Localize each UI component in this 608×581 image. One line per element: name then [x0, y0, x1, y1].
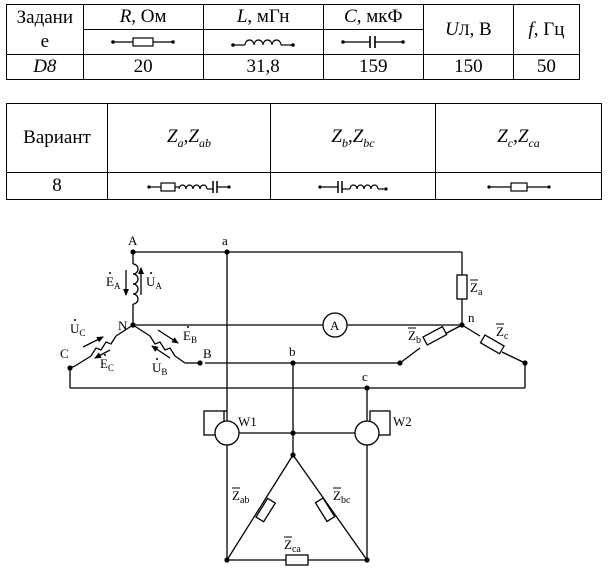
- zb-letter: Z: [331, 125, 342, 147]
- phase-b-element-cell: [270, 172, 436, 200]
- node-n-label: n: [468, 310, 475, 325]
- cell-c: 159: [322, 54, 424, 80]
- capacitor-inductor-icon: [318, 181, 388, 193]
- resistor-small-icon: [486, 182, 551, 192]
- emf-b-label: EB: [183, 328, 197, 345]
- header-l-unit: , мГн: [247, 6, 290, 27]
- header-r-var: R: [119, 6, 132, 27]
- resistor-symbol-icon: [111, 37, 175, 47]
- zc-index: c: [507, 135, 514, 150]
- zca-index: ca: [528, 135, 540, 150]
- zbc-label: Zbc: [333, 488, 351, 506]
- header-f-unit: , Гц: [533, 18, 565, 40]
- header-u-unit: , В: [469, 18, 492, 40]
- cell-r: 20: [82, 54, 204, 80]
- header-task-line2: е: [40, 30, 50, 52]
- header-c-var: C: [344, 6, 357, 27]
- inductor-symbol-icon: [231, 39, 295, 47]
- header-zc-zca: Zc,Zca: [435, 103, 602, 173]
- zc-label: Zc: [496, 324, 509, 342]
- za-index: a: [177, 135, 184, 150]
- node-B-label: B: [203, 346, 212, 361]
- header-u-var: U: [444, 18, 459, 40]
- capacitor-symbol-icon: [341, 36, 406, 48]
- header-za-zab: Za,Zab: [107, 103, 271, 173]
- header-task: Задани е: [6, 4, 84, 55]
- header-c: C, мкФ: [322, 4, 424, 30]
- header-u: UЛ, В: [422, 4, 514, 55]
- node-b-label: b: [289, 344, 296, 359]
- zca-letter: Z: [517, 125, 529, 147]
- zc-letter: Z: [497, 125, 508, 147]
- node-c-label: c: [362, 369, 368, 384]
- capacitor-symbol-cell: [322, 29, 424, 55]
- emf-a-label: EA: [106, 274, 121, 291]
- node-a-label: a: [222, 233, 228, 248]
- voltage-b-label: UB: [152, 360, 167, 377]
- header-r: R, Ом: [82, 4, 204, 30]
- cell-l: 31,8: [202, 54, 324, 80]
- circuit-diagram: A a N n B b C c EA UA EB UB EC UC A W1 W…: [60, 233, 528, 566]
- header-f: f, Гц: [512, 4, 581, 55]
- header-l-var: L: [236, 6, 248, 27]
- cell-task: D8: [6, 54, 84, 80]
- resistor-symbol-cell: [82, 29, 204, 55]
- header-task-line1: Задани: [16, 6, 74, 28]
- header-variant: Вариант: [6, 103, 108, 173]
- voltage-a-label: UA: [146, 274, 162, 291]
- za-letter: Z: [167, 125, 178, 147]
- inductor-symbol-cell: [202, 29, 324, 55]
- variant-table: Вариант Za,Zab Zb,Zbc Zc,Zca 8: [6, 103, 602, 200]
- phase-c-element-cell: [435, 172, 602, 200]
- resistor-inductor-capacitor-icon: [147, 181, 231, 193]
- zb-index: b: [341, 135, 348, 150]
- wattmeter-2-label: W2: [393, 414, 412, 429]
- zab-index: ab: [198, 135, 211, 150]
- node-C-label: C: [60, 346, 69, 361]
- zb-label: Zb: [408, 328, 421, 346]
- zbc-letter: Z: [352, 125, 364, 147]
- cell-f: 50: [512, 54, 581, 80]
- za-label: Za: [470, 280, 483, 298]
- header-zb-zbc: Zb,Zbc: [270, 103, 436, 173]
- node-N-label: N: [118, 318, 128, 333]
- cell-variant: 8: [6, 172, 108, 200]
- zbc-index: bc: [363, 135, 375, 150]
- node-A-label: A: [128, 233, 138, 248]
- header-r-unit: , Ом: [131, 6, 167, 27]
- phase-a-element-cell: [107, 172, 271, 200]
- header-l: L, мГн: [202, 4, 324, 30]
- zab-letter: Z: [188, 125, 199, 147]
- ammeter-label: A: [330, 318, 340, 333]
- parameters-table: Задани е R, Ом L, мГн C, мкФ UЛ, В f, Гц: [6, 4, 581, 80]
- wattmeter-1-label: W1: [238, 414, 257, 429]
- emf-c-label: EC: [100, 356, 114, 373]
- header-f-var: f: [528, 18, 534, 40]
- cell-u: 150: [422, 54, 514, 80]
- header-u-sub: Л: [458, 21, 470, 39]
- voltage-c-label: UC: [70, 321, 85, 338]
- zab-label: Zab: [232, 488, 249, 506]
- header-c-unit: , мкФ: [356, 6, 403, 27]
- zca-label: Zca: [284, 537, 301, 555]
